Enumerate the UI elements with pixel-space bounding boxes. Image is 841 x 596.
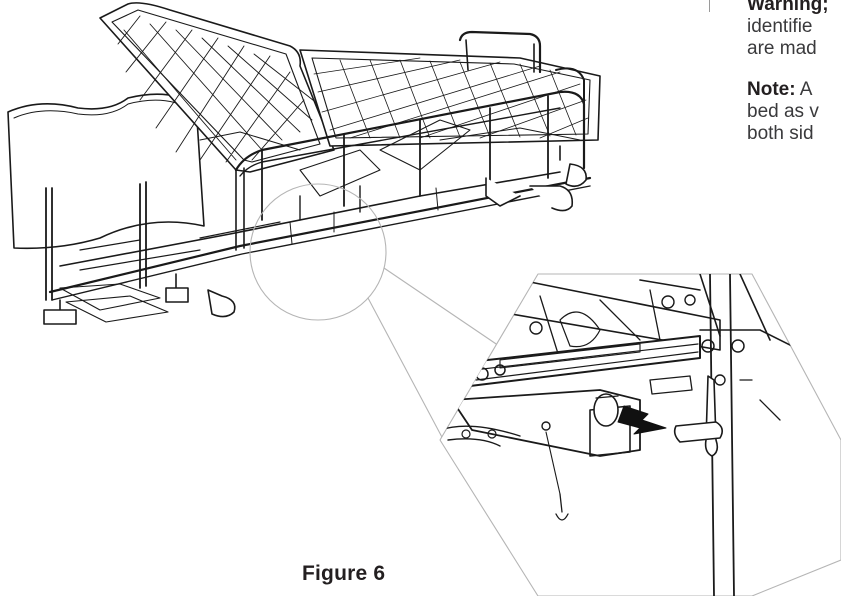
detail-focus-circle [249, 183, 387, 321]
paragraph-gap [747, 60, 841, 79]
bed-frame [45, 119, 592, 301]
note-line-3: both sid [747, 123, 814, 144]
side-rail-front [234, 90, 586, 221]
warning-label: Warning; [747, 0, 829, 15]
manual-text-column: Warning; identifie are mad Note: A bed a… [747, 0, 841, 145]
footboard [7, 93, 205, 250]
warning-line-1: Warning; [747, 0, 841, 16]
arrow-indicator [617, 405, 667, 435]
detail-callout [249, 183, 509, 457]
figure-caption: Figure 6 [302, 562, 386, 585]
bed-casters [43, 145, 587, 325]
side-rail-back [458, 30, 585, 161]
floor-pedals [59, 283, 169, 323]
note-line-1: Note: A [747, 79, 841, 101]
note-label: Note: [747, 79, 796, 100]
column-divider-tick [709, 0, 710, 12]
seat-section-grid [299, 49, 601, 147]
note-line-2: bed as v [747, 101, 819, 122]
leader-line-upper [383, 267, 509, 353]
warning-line-3: are mad [747, 38, 817, 59]
note-line-1-rest: A [795, 79, 813, 100]
hospital-bed-drawing [7, 2, 601, 325]
warning-line-2: identifie [747, 16, 813, 37]
locking-pin-cords [289, 187, 439, 245]
leader-line-lower [367, 297, 453, 457]
detail-hexagon-view [439, 273, 841, 596]
